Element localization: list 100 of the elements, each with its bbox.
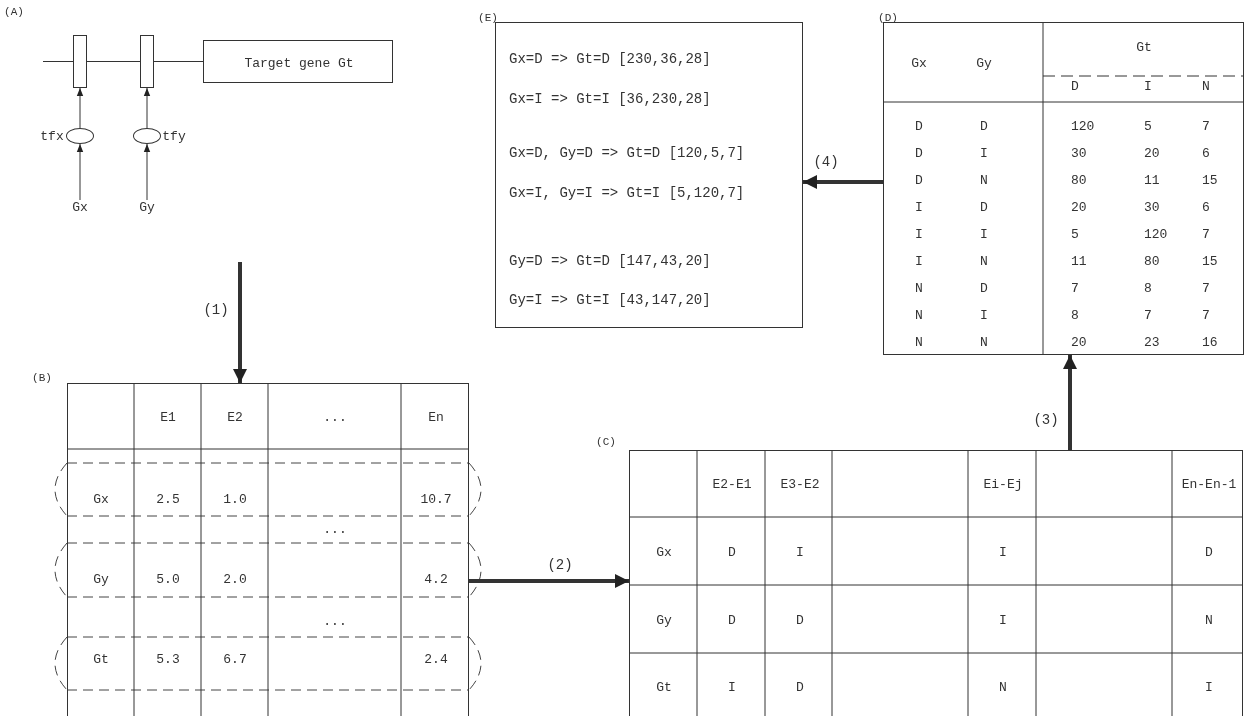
table-text: D: [915, 119, 923, 133]
table-text: Gt: [93, 652, 109, 666]
data-table: [629, 450, 1243, 716]
table-text: I: [915, 200, 923, 214]
gene-label: Gy: [133, 200, 161, 216]
table-text: 6.7: [223, 652, 247, 666]
panel-label: (A): [4, 6, 24, 18]
dna-line: [86, 61, 141, 62]
table-text: 30: [1144, 200, 1160, 214]
table-text: 10.7: [420, 492, 452, 506]
table-text: Gx: [93, 492, 109, 506]
table-text: E1: [160, 410, 176, 424]
table-text: 7: [1144, 308, 1152, 322]
table-text: D: [796, 613, 804, 627]
table-text: E2-E1: [712, 477, 752, 491]
rule-text: Gy=I => Gt=I [43,147,20]: [509, 293, 711, 307]
rule-text: Gx=I => Gt=I [36,230,28]: [509, 92, 711, 106]
table-text: Gx: [656, 545, 672, 559]
table-text: 6: [1202, 200, 1210, 214]
table-text: D: [1205, 545, 1213, 559]
table-text: E3-E2: [780, 477, 820, 491]
table-text: 15: [1202, 254, 1218, 268]
table-text: 8: [1071, 308, 1079, 322]
table-text: N: [1202, 79, 1210, 93]
table-text: D: [728, 613, 736, 627]
table-text: 11: [1071, 254, 1087, 268]
arrow: [76, 87, 84, 129]
table-text: D: [915, 146, 923, 160]
table-text: N: [915, 281, 923, 295]
table-text: 80: [1071, 173, 1087, 187]
table-text: I: [999, 613, 1007, 627]
rule-text: Gx=D => Gt=D [230,36,28]: [509, 52, 711, 66]
table-text: N: [915, 335, 923, 349]
dna-line: [153, 61, 204, 62]
table-text: 20: [1144, 146, 1160, 160]
target-gene-box: [203, 40, 393, 83]
panel-label: (C): [596, 436, 616, 448]
table-text: 7: [1202, 281, 1210, 295]
arrow: [143, 143, 151, 201]
table-text: 7: [1202, 119, 1210, 133]
table-text: D: [915, 173, 923, 187]
table-text: D: [796, 680, 804, 694]
table-text: ...: [323, 614, 347, 628]
arrow: [469, 574, 629, 588]
table-text: I: [980, 308, 988, 322]
table-text: N: [980, 173, 988, 187]
panel-label: (E): [478, 12, 498, 24]
arrow: [233, 262, 247, 383]
table-text: D: [980, 281, 988, 295]
table-text: Ei-Ej: [983, 477, 1023, 491]
table-text: Gx: [911, 56, 927, 70]
table-text: 20: [1071, 335, 1087, 349]
panel-label: (B): [32, 372, 52, 384]
table-text: Gy: [976, 56, 992, 70]
table-text: I: [980, 227, 988, 241]
table-text: 2.5: [156, 492, 180, 506]
table-text: E2: [227, 410, 243, 424]
table-text: 7: [1202, 227, 1210, 241]
table-text: 5.3: [156, 652, 180, 666]
table-text: 11: [1144, 173, 1160, 187]
table-text: 7: [1071, 281, 1079, 295]
gene-name: Target gene Gt: [244, 56, 354, 69]
table-text: Gt: [656, 680, 672, 694]
table-text: Gt: [1136, 40, 1152, 54]
table-text: ...: [323, 410, 347, 424]
rule-text: Gx=D, Gy=D => Gt=D [120,5,7]: [509, 146, 745, 160]
table-text: N: [1205, 613, 1213, 627]
arrow: [143, 87, 151, 129]
table-text: En-En-1: [1181, 477, 1237, 491]
table-text: D: [728, 545, 736, 559]
table-text: 7: [1202, 308, 1210, 322]
data-table: [883, 22, 1244, 355]
table-text: N: [999, 680, 1007, 694]
table-text: Gy: [656, 613, 672, 627]
table-text: 5: [1071, 227, 1079, 241]
rule-text: Gx=I, Gy=I => Gt=I [5,120,7]: [509, 186, 745, 200]
table-text: 15: [1202, 173, 1218, 187]
table-text: I: [1205, 680, 1213, 694]
data-table: [67, 383, 469, 716]
panel-label: (D): [878, 12, 898, 24]
table-text: D: [980, 200, 988, 214]
arrow: [803, 175, 883, 189]
table-text: 5: [1144, 119, 1152, 133]
table-text: 2.0: [223, 572, 247, 586]
table-text: Gy: [93, 572, 109, 586]
table-text: ...: [323, 522, 347, 536]
table-text: I: [796, 545, 804, 559]
table-text: 6: [1202, 146, 1210, 160]
binding-site-box: [73, 35, 87, 88]
table-text: I: [999, 545, 1007, 559]
arrow: [1063, 355, 1077, 450]
rule-text: Gy=D => Gt=D [147,43,20]: [509, 254, 711, 268]
table-text: 4.2: [424, 572, 448, 586]
table-text: N: [915, 308, 923, 322]
factor-label: tfy: [162, 129, 186, 143]
table-text: 20: [1071, 200, 1087, 214]
gene-label: Gx: [66, 200, 94, 216]
table-text: 2.4: [424, 652, 448, 666]
table-text: I: [915, 227, 923, 241]
table-text: 5.0: [156, 572, 180, 586]
